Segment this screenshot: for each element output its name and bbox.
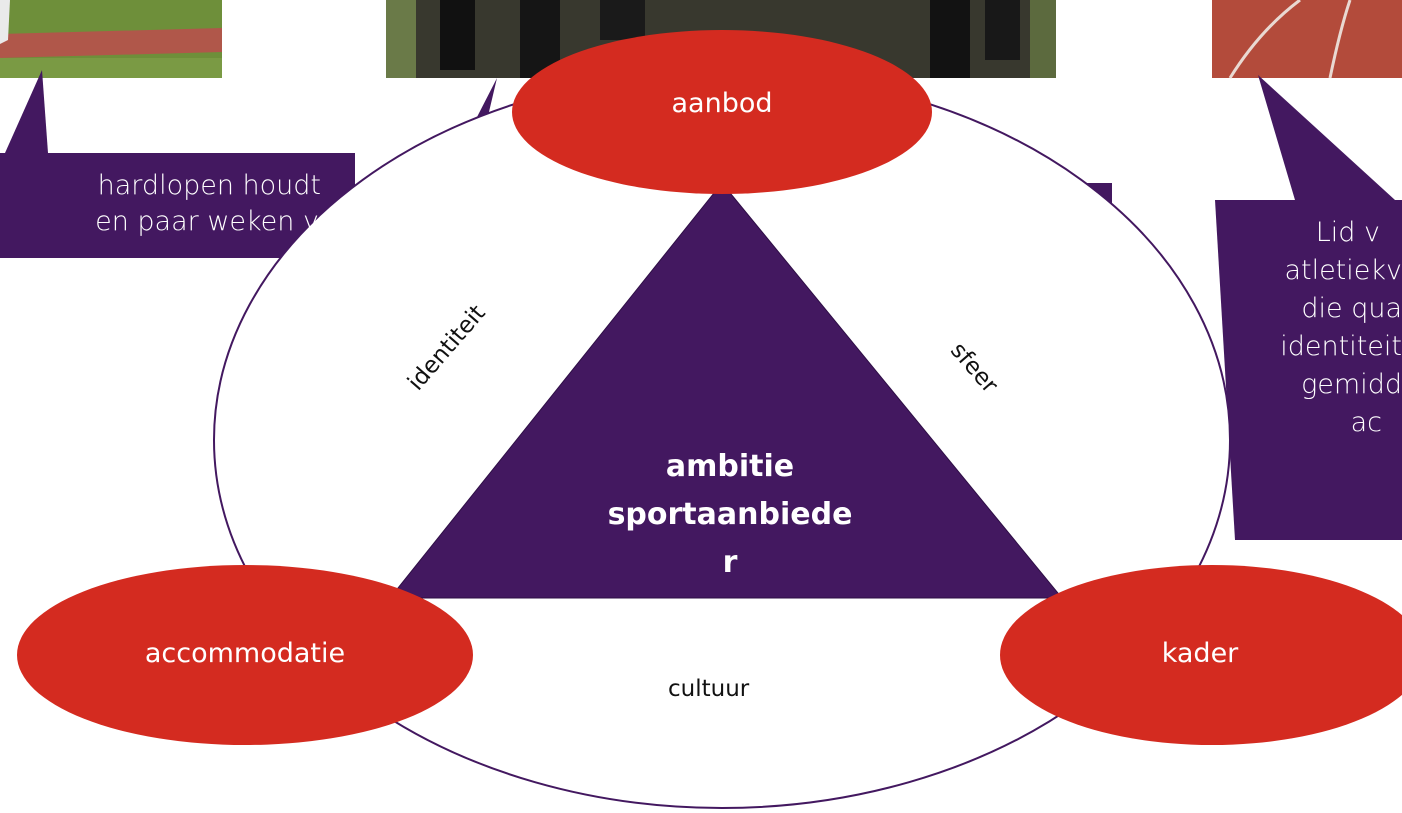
- callout-left-line-1: hardlopen houdt: [97, 170, 321, 201]
- ambition-triangle: [388, 182, 1064, 599]
- node-accommodatie: [17, 565, 473, 745]
- callout-right-text: Lid v atletiekv die qua identiteit gemid…: [1212, 214, 1402, 442]
- callout-right: [1215, 75, 1402, 540]
- callout-left-line-2: en paar weken vol: [95, 206, 343, 237]
- callout-right-line-1: Lid v: [1315, 217, 1380, 248]
- callout-left-text: hardlopen houdt en paar weken vol: [0, 168, 345, 240]
- callout-right-line-6: ac: [1350, 407, 1382, 438]
- node-kader-label: kader: [1161, 638, 1239, 669]
- center-ambition-text: ambitie sportaanbiede r: [600, 443, 860, 587]
- center-line-1: ambitie: [665, 449, 795, 484]
- callout-right-line-5: gemidd: [1301, 369, 1402, 400]
- edge-label-cultuur: cultuur: [668, 676, 750, 702]
- photo-runner-path: [0, 0, 222, 78]
- callout-right-line-3: die qua: [1301, 293, 1402, 324]
- callout-left: [0, 70, 355, 258]
- node-aanbod-label: aanbod: [671, 88, 773, 119]
- center-line-2: sportaanbiede: [607, 497, 853, 532]
- node-aanbod: [512, 30, 932, 194]
- node-kader: [1000, 565, 1402, 745]
- node-accommodatie-label: accommodatie: [144, 638, 346, 669]
- center-line-3: r: [722, 545, 738, 580]
- callout-right-line-4: identiteit: [1280, 331, 1402, 362]
- callout-right-line-2: atletiekv: [1284, 255, 1402, 286]
- photo-athletics-track: [1212, 0, 1402, 79]
